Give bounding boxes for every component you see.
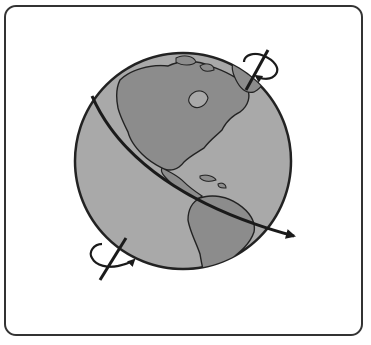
rotation-arrow-top xyxy=(244,50,277,90)
